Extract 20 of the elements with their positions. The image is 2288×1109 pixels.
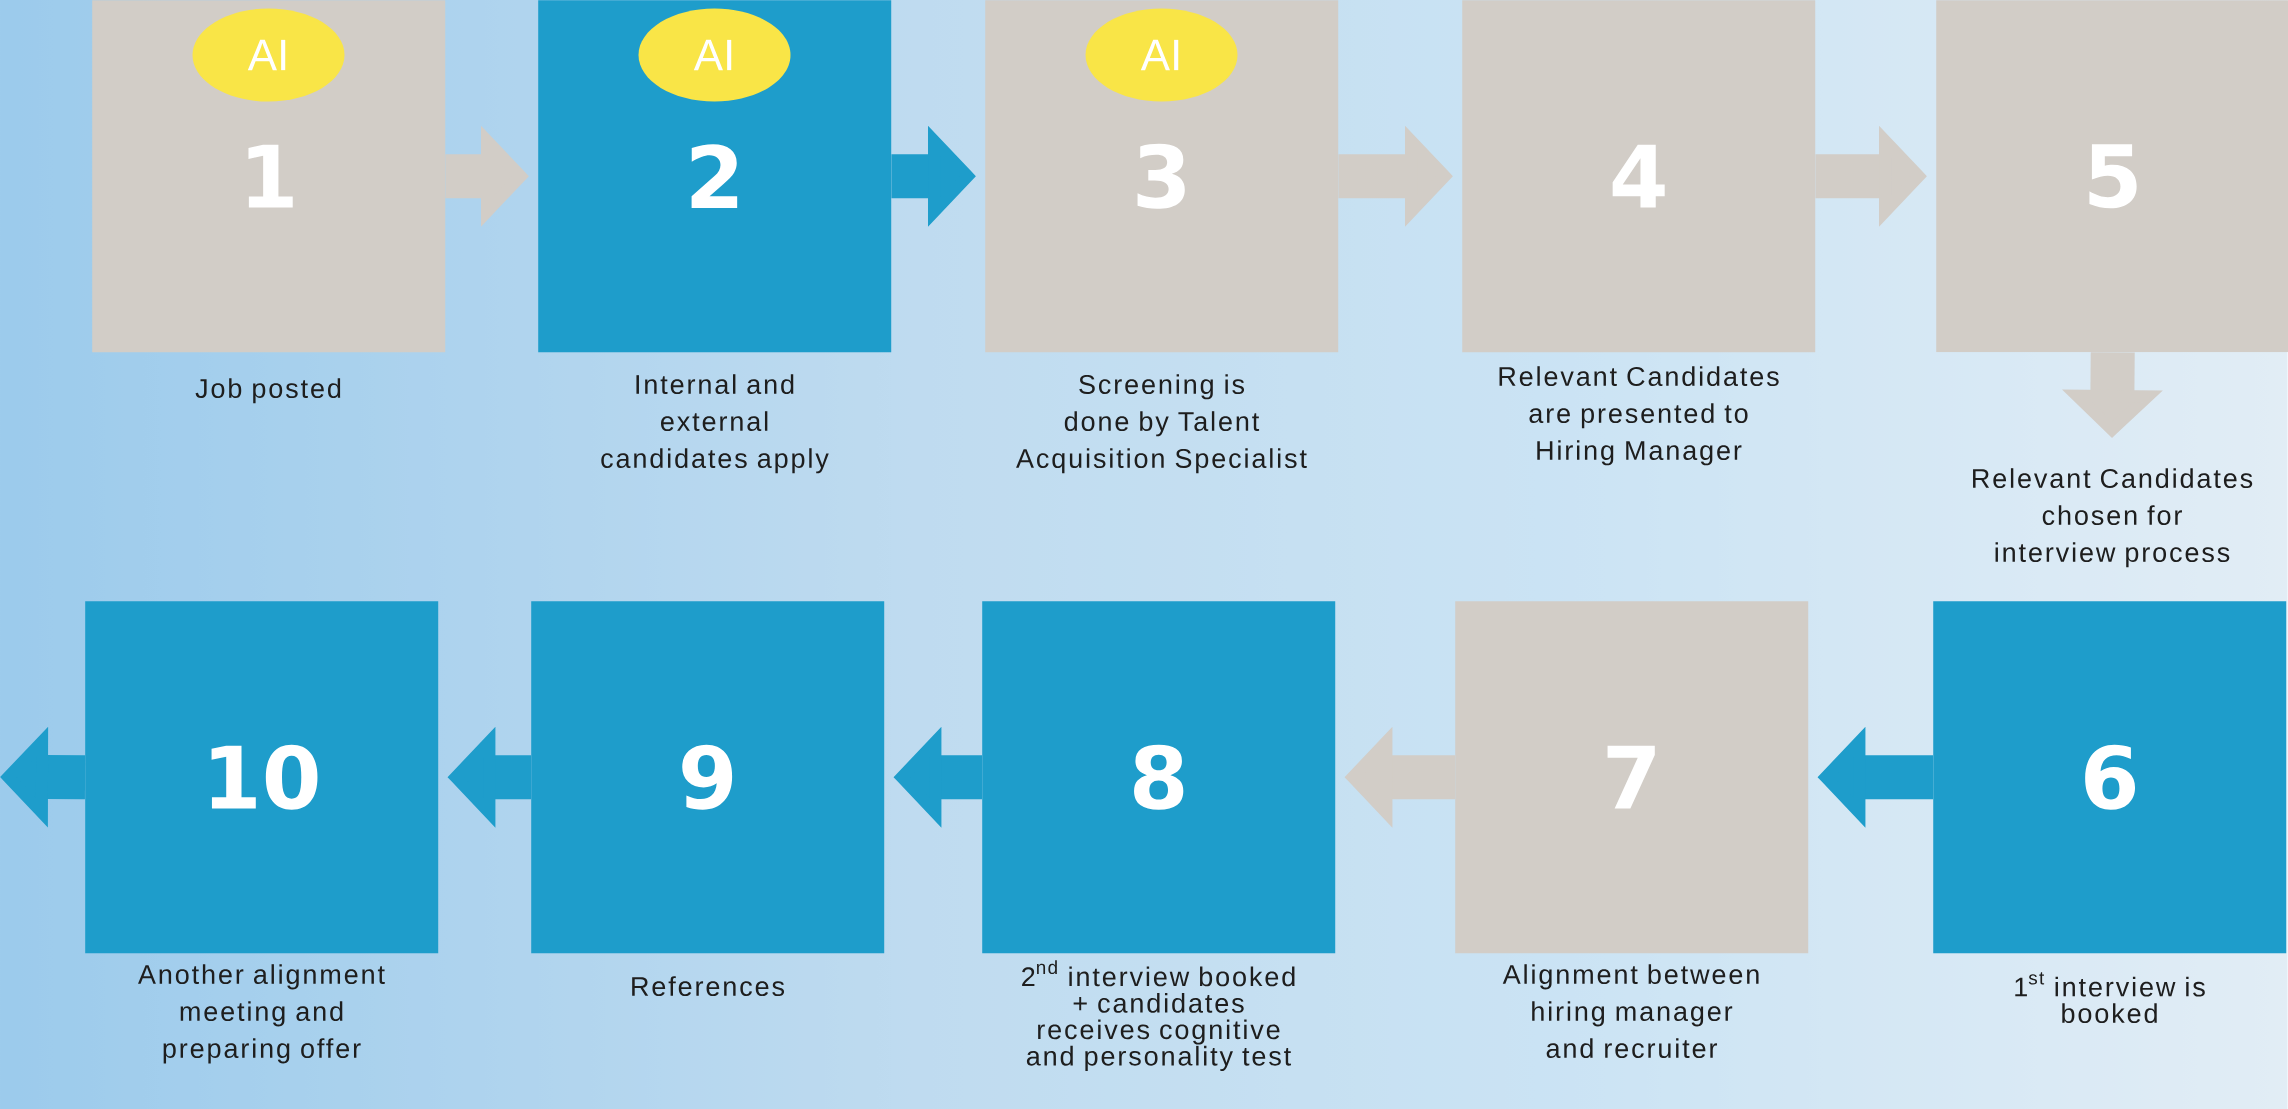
step-caption: $\begin{array}{c}\text{1}^{\text{st}}\text{ interview is}\\ \text{booked}\end{array}$ [2015,972,2205,1024]
step-caption: Job posted [195,378,341,404]
step-box: 8 [982,601,1336,954]
ai-badge: AI [638,8,791,102]
step-caption: Relevant Candidates are presented to Hiring Manager [1499,366,1779,466]
step-caption: Relevant Candidates chosen for interview process [1973,468,2253,568]
step-caption: $\begin{array}{c}\text{2}^{\text{nd}}\text{ interview booked}\\ \text{+ candidates}\\ \text{receives cognitive}\\ \text{and personality test}\end{array}$ [1022,960,1295,1072]
step-box: 9 [531,601,885,954]
ai-badge: AI [192,8,345,102]
step-box: 5 [1936,0,2288,353]
step-box: 7 [1455,601,1809,954]
ai-badge: AI [1085,8,1238,102]
step-caption: Screening is done by Talent Acquisition Specialist [1016,374,1307,474]
step-caption: Internal and external candidates apply [601,374,829,474]
step-box: 6 [1933,601,2287,954]
step-box: 4 [1462,0,1816,353]
step-caption: Alignment between hiring manager and recruiter [1502,964,1759,1059]
step-caption: Another alignment meeting and preparing offer [138,964,385,1064]
step-caption: References [632,976,785,996]
step-box: 10 [85,601,439,954]
